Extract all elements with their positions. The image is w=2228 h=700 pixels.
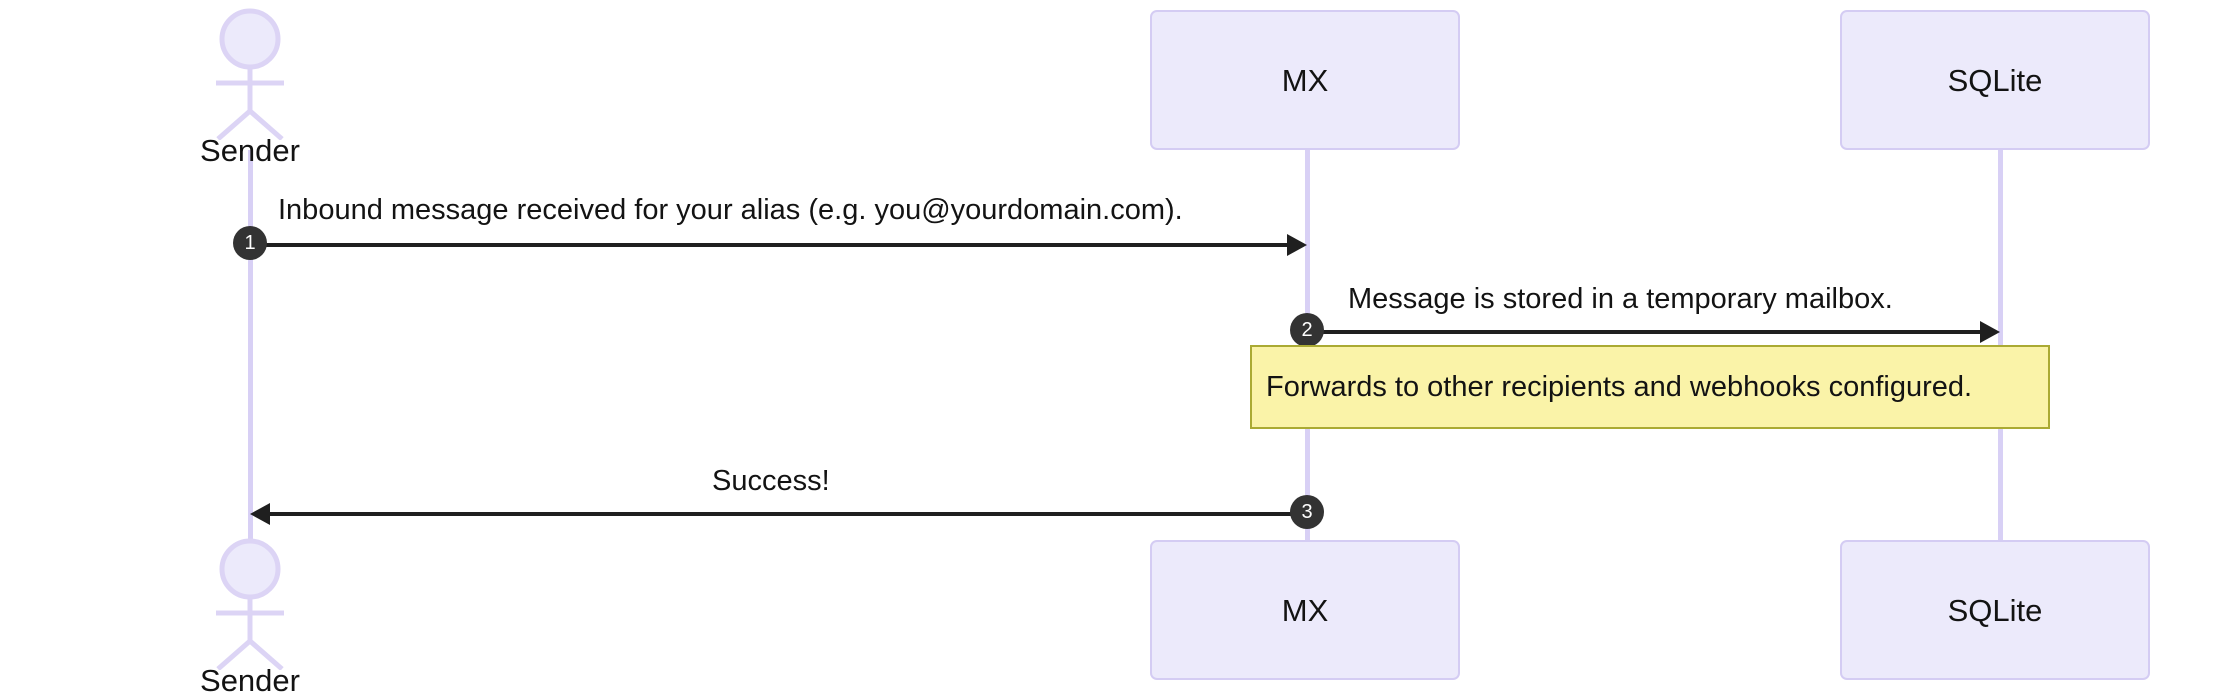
actor-sender-bottom[interactable] bbox=[190, 538, 310, 670]
message-1-label: Inbound message received for your alias … bbox=[278, 194, 1183, 226]
message-3-line bbox=[270, 512, 1307, 516]
message-3-sequence-badge: 3 bbox=[1290, 495, 1324, 529]
lifeline-sender bbox=[248, 150, 253, 540]
participant-label-mx-bottom: MX bbox=[1281, 592, 1329, 628]
participant-box-mx-top[interactable]: MX bbox=[1150, 10, 1460, 150]
participant-label-sender-top: Sender bbox=[200, 133, 300, 168]
message-2-line bbox=[1307, 330, 1980, 334]
message-1-arrowhead-icon bbox=[1287, 234, 1307, 256]
message-2-arrowhead-icon bbox=[1980, 321, 2000, 343]
actor-sender-top[interactable] bbox=[190, 8, 310, 140]
actor-figure-icon bbox=[216, 538, 284, 670]
actor-figure-icon bbox=[216, 8, 284, 140]
message-3-arrowhead-icon bbox=[250, 503, 270, 525]
participant-label-sqlite-bottom: SQLite bbox=[1947, 592, 2043, 628]
message-2-label: Message is stored in a temporary mailbox… bbox=[1348, 283, 1893, 315]
participant-box-sqlite-bottom[interactable]: SQLite bbox=[1840, 540, 2150, 680]
participant-label-sender-bottom: Sender bbox=[200, 663, 300, 698]
note-forwards[interactable]: Forwards to other recipients and webhook… bbox=[1250, 345, 2050, 429]
message-1-line bbox=[250, 243, 1287, 247]
participant-label-mx-top: MX bbox=[1281, 62, 1329, 98]
participant-label-sqlite-top: SQLite bbox=[1947, 62, 2043, 98]
message-1-sequence-badge: 1 bbox=[233, 226, 267, 260]
message-2-sequence-badge: 2 bbox=[1290, 313, 1324, 347]
note-forwards-text: Forwards to other recipients and webhook… bbox=[1266, 370, 1973, 403]
participant-box-sqlite-top[interactable]: SQLite bbox=[1840, 10, 2150, 150]
message-3-label: Success! bbox=[712, 465, 830, 497]
participant-box-mx-bottom[interactable]: MX bbox=[1150, 540, 1460, 680]
